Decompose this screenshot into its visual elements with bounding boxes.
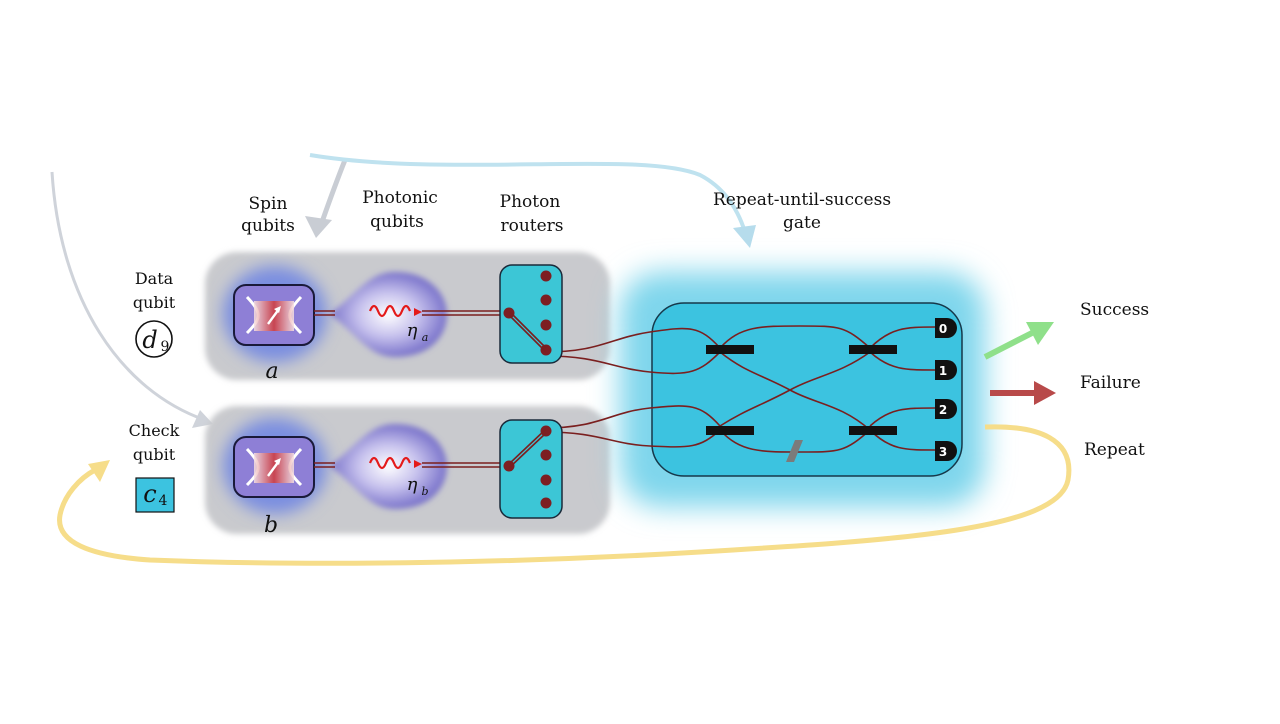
check-qubit-label-1: Check (129, 421, 180, 440)
data-qubit-symbol-letter: d (142, 326, 157, 354)
node-a-label: a (265, 359, 278, 384)
data-qubit-symbol: d 9 (135, 320, 173, 358)
detector-3: 3 (935, 441, 957, 461)
photonic-qubits-label-1: Photonic (362, 188, 438, 208)
repeat-label: Repeat (1084, 440, 1145, 460)
detector-label: 2 (939, 403, 947, 417)
photonic-qubit-b (330, 424, 447, 509)
spin-qubit-b (223, 418, 327, 514)
check-qubit-symbol-letter: c (143, 480, 156, 508)
blue-input-arrow (309, 153, 747, 233)
eta-b-symbol: η (407, 474, 418, 495)
beam-splitter (849, 345, 897, 354)
spin-input-arrow (319, 159, 348, 223)
detector-2: 2 (935, 399, 957, 419)
spin-input-arrow-head (305, 216, 332, 238)
photon-router-b (499, 419, 563, 519)
photonic-qubit-a (330, 272, 447, 357)
photon-routers-label-1: Photon (500, 192, 561, 212)
spin-qubit-a (223, 266, 327, 362)
detector-label: 1 (939, 364, 947, 378)
rus-gate-label-1: Repeat-until-success (713, 190, 891, 210)
rus-gate-label-2: gate (783, 213, 821, 233)
data-qubit-symbol-index: 9 (161, 339, 170, 355)
detector-label: 3 (939, 445, 947, 459)
success-arrow (983, 322, 1054, 360)
detector-1: 1 (935, 360, 957, 380)
check-qubit-symbol: c 4 (135, 477, 175, 513)
detector-label: 0 (939, 322, 947, 336)
success-label: Success (1080, 300, 1149, 320)
photonic-qubits-label-2: qubits (370, 212, 424, 232)
phase-plate (786, 440, 803, 462)
spin-qubits-label-2: qubits (241, 216, 295, 236)
failure-arrow (990, 381, 1056, 405)
eta-a-subscript: a (422, 331, 429, 344)
failure-label: Failure (1080, 373, 1141, 393)
eta-a-symbol: η (407, 320, 418, 341)
repeat-arrow (57, 424, 1072, 566)
beam-splitter (849, 426, 897, 435)
node-b-label: b (264, 513, 278, 538)
fibers (314, 310, 936, 468)
beam-splitter (706, 426, 754, 435)
detector-0: 0 (935, 318, 957, 338)
data-qubit-label-2: qubit (133, 293, 176, 312)
photon-routers-label-2: routers (500, 216, 563, 236)
data-input-arrow-head (192, 410, 213, 428)
beam-splitter (706, 345, 754, 354)
check-qubit-label-2: qubit (133, 445, 176, 464)
blue-input-arrow-head (733, 225, 756, 248)
data-input-arrow (50, 171, 206, 422)
eta-b-subscript: b (421, 485, 428, 498)
data-qubit-label-1: Data (135, 269, 174, 288)
check-qubit-symbol-index: 4 (159, 493, 168, 509)
spin-qubits-label-1: Spin (249, 194, 288, 214)
photon-router-a (499, 264, 563, 364)
